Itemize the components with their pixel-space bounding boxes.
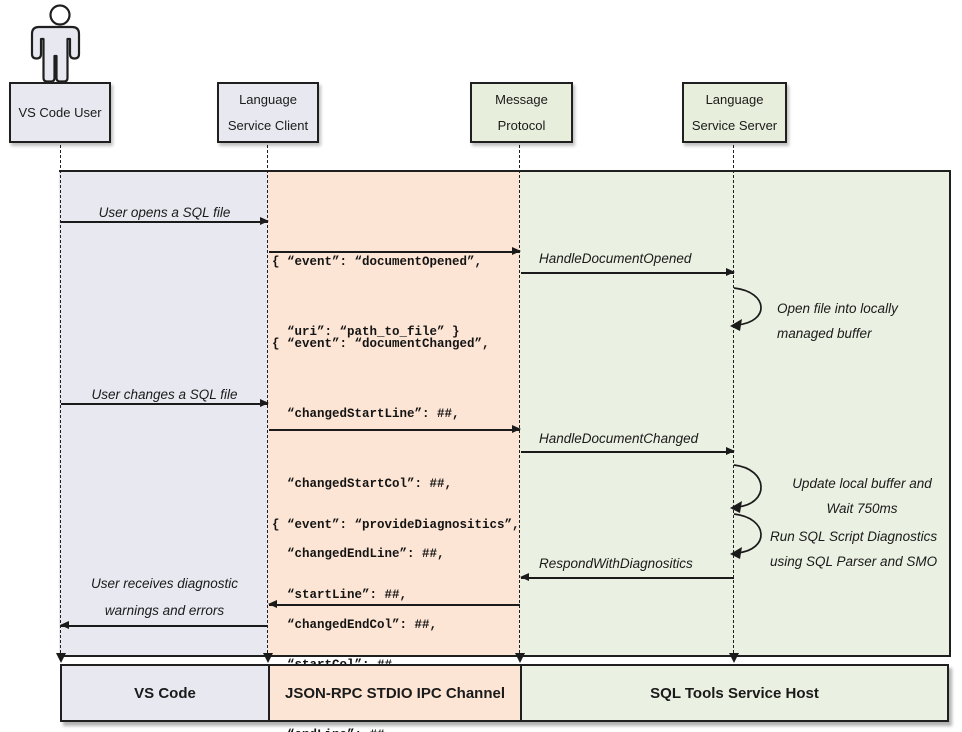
lifeline-protocol xyxy=(519,145,520,653)
arrow-respond-diagnostics xyxy=(520,573,734,581)
arrow-user-receives xyxy=(60,621,268,629)
message-label-handle-opened: HandleDocumentOpened xyxy=(539,251,692,266)
footer-box-ipc-channel: JSON-RPC STDIO IPC Channel xyxy=(268,666,520,720)
payload-line: “changedEndCol”: ##, xyxy=(287,617,438,632)
self-loop-update-buffer-icon xyxy=(730,464,762,513)
footer-box-service-host: SQL Tools Service Host xyxy=(520,666,947,720)
payload-line: { “event”: “documentChanged”, xyxy=(272,336,490,351)
arrow-user-opens xyxy=(61,217,269,225)
message-label-line: warnings and errors xyxy=(104,603,225,618)
message-label-user-changes: User changes a SQL file xyxy=(91,387,238,402)
message-label-user-receives: User receives diagnostic warnings and er… xyxy=(61,570,268,624)
note-line: Update local buffer and xyxy=(792,476,932,491)
arrow-diagnostics-to-client xyxy=(268,600,520,608)
actor-box-vscode-user: VS Code User xyxy=(9,82,111,143)
payload-line: { “event”: “provideDiagnositics”, xyxy=(272,517,520,532)
self-loop-run-diagnostics-icon xyxy=(730,513,762,559)
actor-label: VS Code User xyxy=(18,104,102,120)
lifeline-server xyxy=(733,145,734,653)
note-open-buffer: Open file into locally managed buffer xyxy=(777,296,898,346)
actor-label: Protocol xyxy=(497,117,546,133)
arrow-handle-changed xyxy=(521,447,735,455)
actor-box-language-service-client: Language Service Client xyxy=(217,82,319,143)
payload-document-opened: { “event”: “documentOpened”, “uri”: “pat… xyxy=(272,204,482,391)
message-label-respond: RespondWithDiagnositics xyxy=(539,556,693,571)
note-update-buffer: Update local buffer and Wait 750ms xyxy=(768,471,956,521)
note-line: using SQL Parser and SMO xyxy=(770,554,938,569)
vscode-region xyxy=(59,172,268,655)
footer-box-vscode: VS Code xyxy=(62,666,268,720)
note-line: Open file into locally xyxy=(777,301,898,316)
message-label-user-opens: User opens a SQL file xyxy=(98,205,231,220)
arrow-handle-opened xyxy=(521,268,735,276)
footer-label: SQL Tools Service Host xyxy=(650,684,819,702)
note-run-diagnostics: Run SQL Script Diagnostics using SQL Par… xyxy=(770,524,937,574)
actor-label: Message xyxy=(495,91,548,107)
footer-label: JSON-RPC STDIO IPC Channel xyxy=(284,684,506,702)
actor-label: Language xyxy=(239,91,297,107)
message-label-handle-changed: HandleDocumentChanged xyxy=(539,431,699,446)
payload-line: “uri”: “path_to_file” } xyxy=(287,325,460,340)
system-footer: VS Code JSON-RPC STDIO IPC Channel SQL T… xyxy=(60,664,949,722)
payload-line: “changedStartCol”: ##, xyxy=(287,477,453,492)
actor-box-message-protocol: Message Protocol xyxy=(470,82,573,143)
payload-line: “endLine”: ##, xyxy=(272,724,520,732)
user-actor-icon xyxy=(30,4,81,83)
note-line: Wait 750ms xyxy=(826,501,898,516)
actor-label: Service Client xyxy=(227,117,309,133)
arrow-document-changed xyxy=(269,425,521,433)
lifeline-end-arrow-icon xyxy=(55,653,66,663)
arrow-user-changes xyxy=(61,399,269,407)
arrow-document-opened xyxy=(269,247,521,255)
message-label-line: User receives diagnostic xyxy=(90,576,239,591)
lifeline-end-arrow-icon xyxy=(515,653,525,663)
self-loop-open-buffer-icon xyxy=(730,287,762,331)
lifeline-client xyxy=(267,145,268,653)
payload-line: { “event”: “documentOpened”, xyxy=(272,254,483,269)
payload-line: “startLine”: ##, xyxy=(287,588,408,603)
footer-label: VS Code xyxy=(134,684,196,702)
payload-line: “changedStartLine”: ##, xyxy=(287,407,460,422)
actor-box-language-service-server: Language Service Server xyxy=(682,82,787,143)
payload-line: “changedEndLine”: ##, xyxy=(287,547,445,562)
note-line: Run SQL Script Diagnostics xyxy=(770,529,938,544)
lifeline-end-arrow-icon xyxy=(263,653,273,663)
actor-label: Language xyxy=(705,91,764,107)
lifeline-end-arrow-icon xyxy=(729,653,739,663)
note-line: managed buffer xyxy=(777,326,872,341)
actor-label: Service Server xyxy=(691,117,778,133)
lifeline-user xyxy=(59,145,61,653)
host-region xyxy=(520,172,949,655)
